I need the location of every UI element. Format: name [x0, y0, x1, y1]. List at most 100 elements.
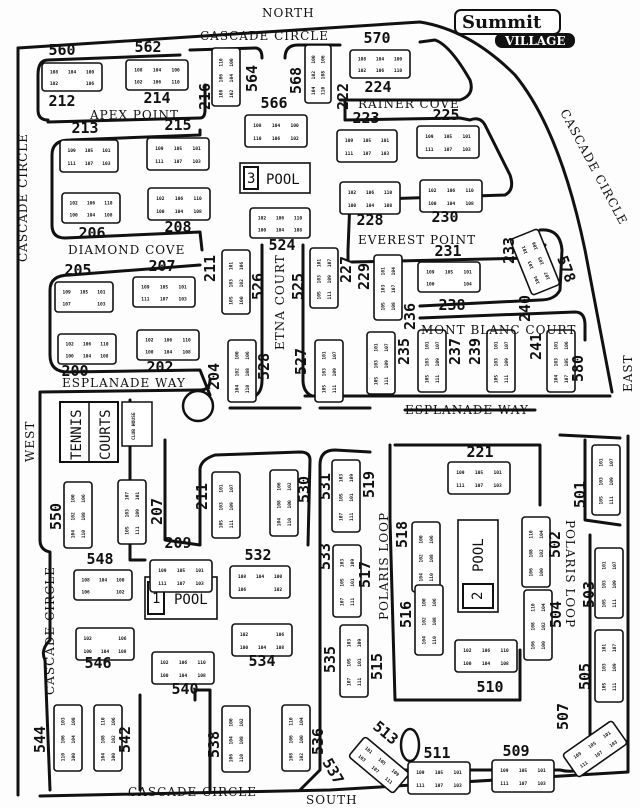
address-number-212: 212 [48, 92, 75, 110]
summit-village-logo: Summit VILLAGE [454, 9, 575, 48]
unit-number: 107 [519, 781, 528, 787]
esplanade-curb [38, 378, 612, 792]
street-label-diamond-cove: DIAMOND COVE [68, 243, 185, 257]
unit-number: 100 [145, 349, 154, 355]
unit-number: 103 [493, 483, 502, 489]
unit-number: 100 [428, 201, 437, 207]
unit-number: 107 [339, 513, 345, 522]
unit-number: 111 [612, 599, 618, 608]
unit-number: 101 [462, 134, 471, 140]
unit-number: 107 [594, 750, 604, 760]
unit-number: 110 [101, 717, 107, 726]
building-number: 540 [171, 680, 198, 698]
tennis-label: TENNIS [69, 409, 85, 460]
unit-number: 111 [384, 377, 390, 386]
unit-number: 110 [245, 385, 251, 394]
building-number: 230 [431, 208, 458, 226]
unit-number: 105 [347, 658, 353, 667]
unit-number: 102 [539, 549, 545, 558]
building-outline [75, 627, 135, 661]
unit-number: 108 [104, 212, 113, 218]
unit-number: 101 [602, 644, 608, 653]
unit-number: 105 [494, 375, 500, 384]
building-outline [594, 547, 624, 619]
unit-number: 109 [609, 477, 615, 486]
unit-number: 108 [81, 577, 90, 583]
unit-number: 107 [435, 341, 441, 350]
unit-number: 111 [609, 496, 615, 505]
pool-2: 2 POOL [457, 519, 499, 613]
building-outline [151, 651, 215, 685]
unit-number: 107 [62, 301, 71, 307]
unit-number: 106 [175, 196, 184, 202]
unit-number: 105 [339, 493, 345, 502]
unit-number: 110 [219, 58, 225, 67]
unit-number: 101 [195, 568, 204, 574]
unit-number: 101 [349, 493, 355, 502]
